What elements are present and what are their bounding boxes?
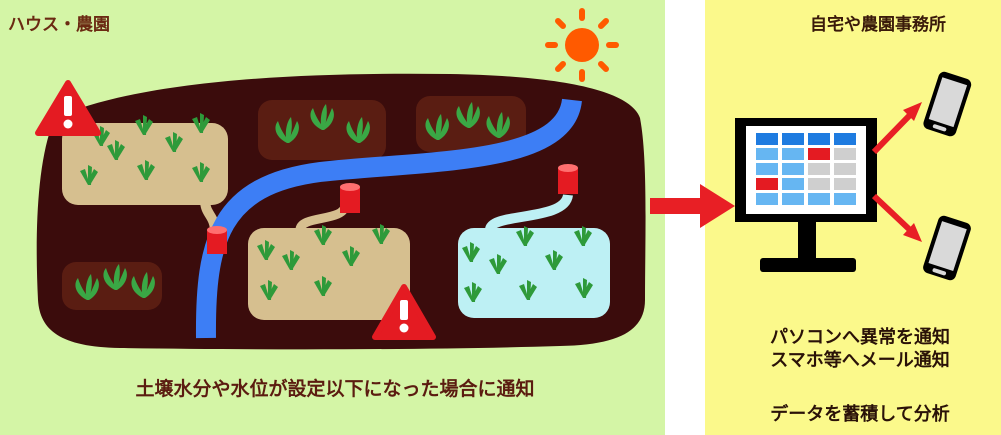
dark-plot	[258, 100, 386, 160]
sandy-plot	[248, 228, 410, 320]
wet-plot	[458, 228, 610, 318]
sun-icon	[545, 8, 619, 82]
office-title: 自宅や農園事務所	[810, 15, 946, 35]
warning-icon	[35, 80, 101, 136]
pc-notification-text: パソコンへ異常を通知	[770, 327, 950, 348]
water-channel	[195, 97, 582, 339]
monitor-icon	[735, 118, 877, 272]
warning-icon	[372, 284, 436, 340]
smartphone-icon	[923, 71, 972, 137]
mail-notification-text: スマホ等へメール通知	[770, 350, 950, 371]
pipe	[485, 193, 573, 232]
data-analysis-text: データを蓄積して分析	[770, 404, 950, 425]
arrow-icon	[871, 102, 922, 155]
smartphone-icon	[923, 215, 971, 281]
farm-caption: 土壌水分や水位が設定以下になった場合に通知	[135, 378, 535, 400]
arrow-icon	[650, 184, 735, 228]
farm-title: ハウス・農園	[8, 15, 110, 35]
arrow-icon	[871, 193, 922, 242]
sensor-icon	[558, 164, 578, 194]
sensor-icon	[340, 183, 360, 213]
sensor-icon	[207, 226, 227, 254]
